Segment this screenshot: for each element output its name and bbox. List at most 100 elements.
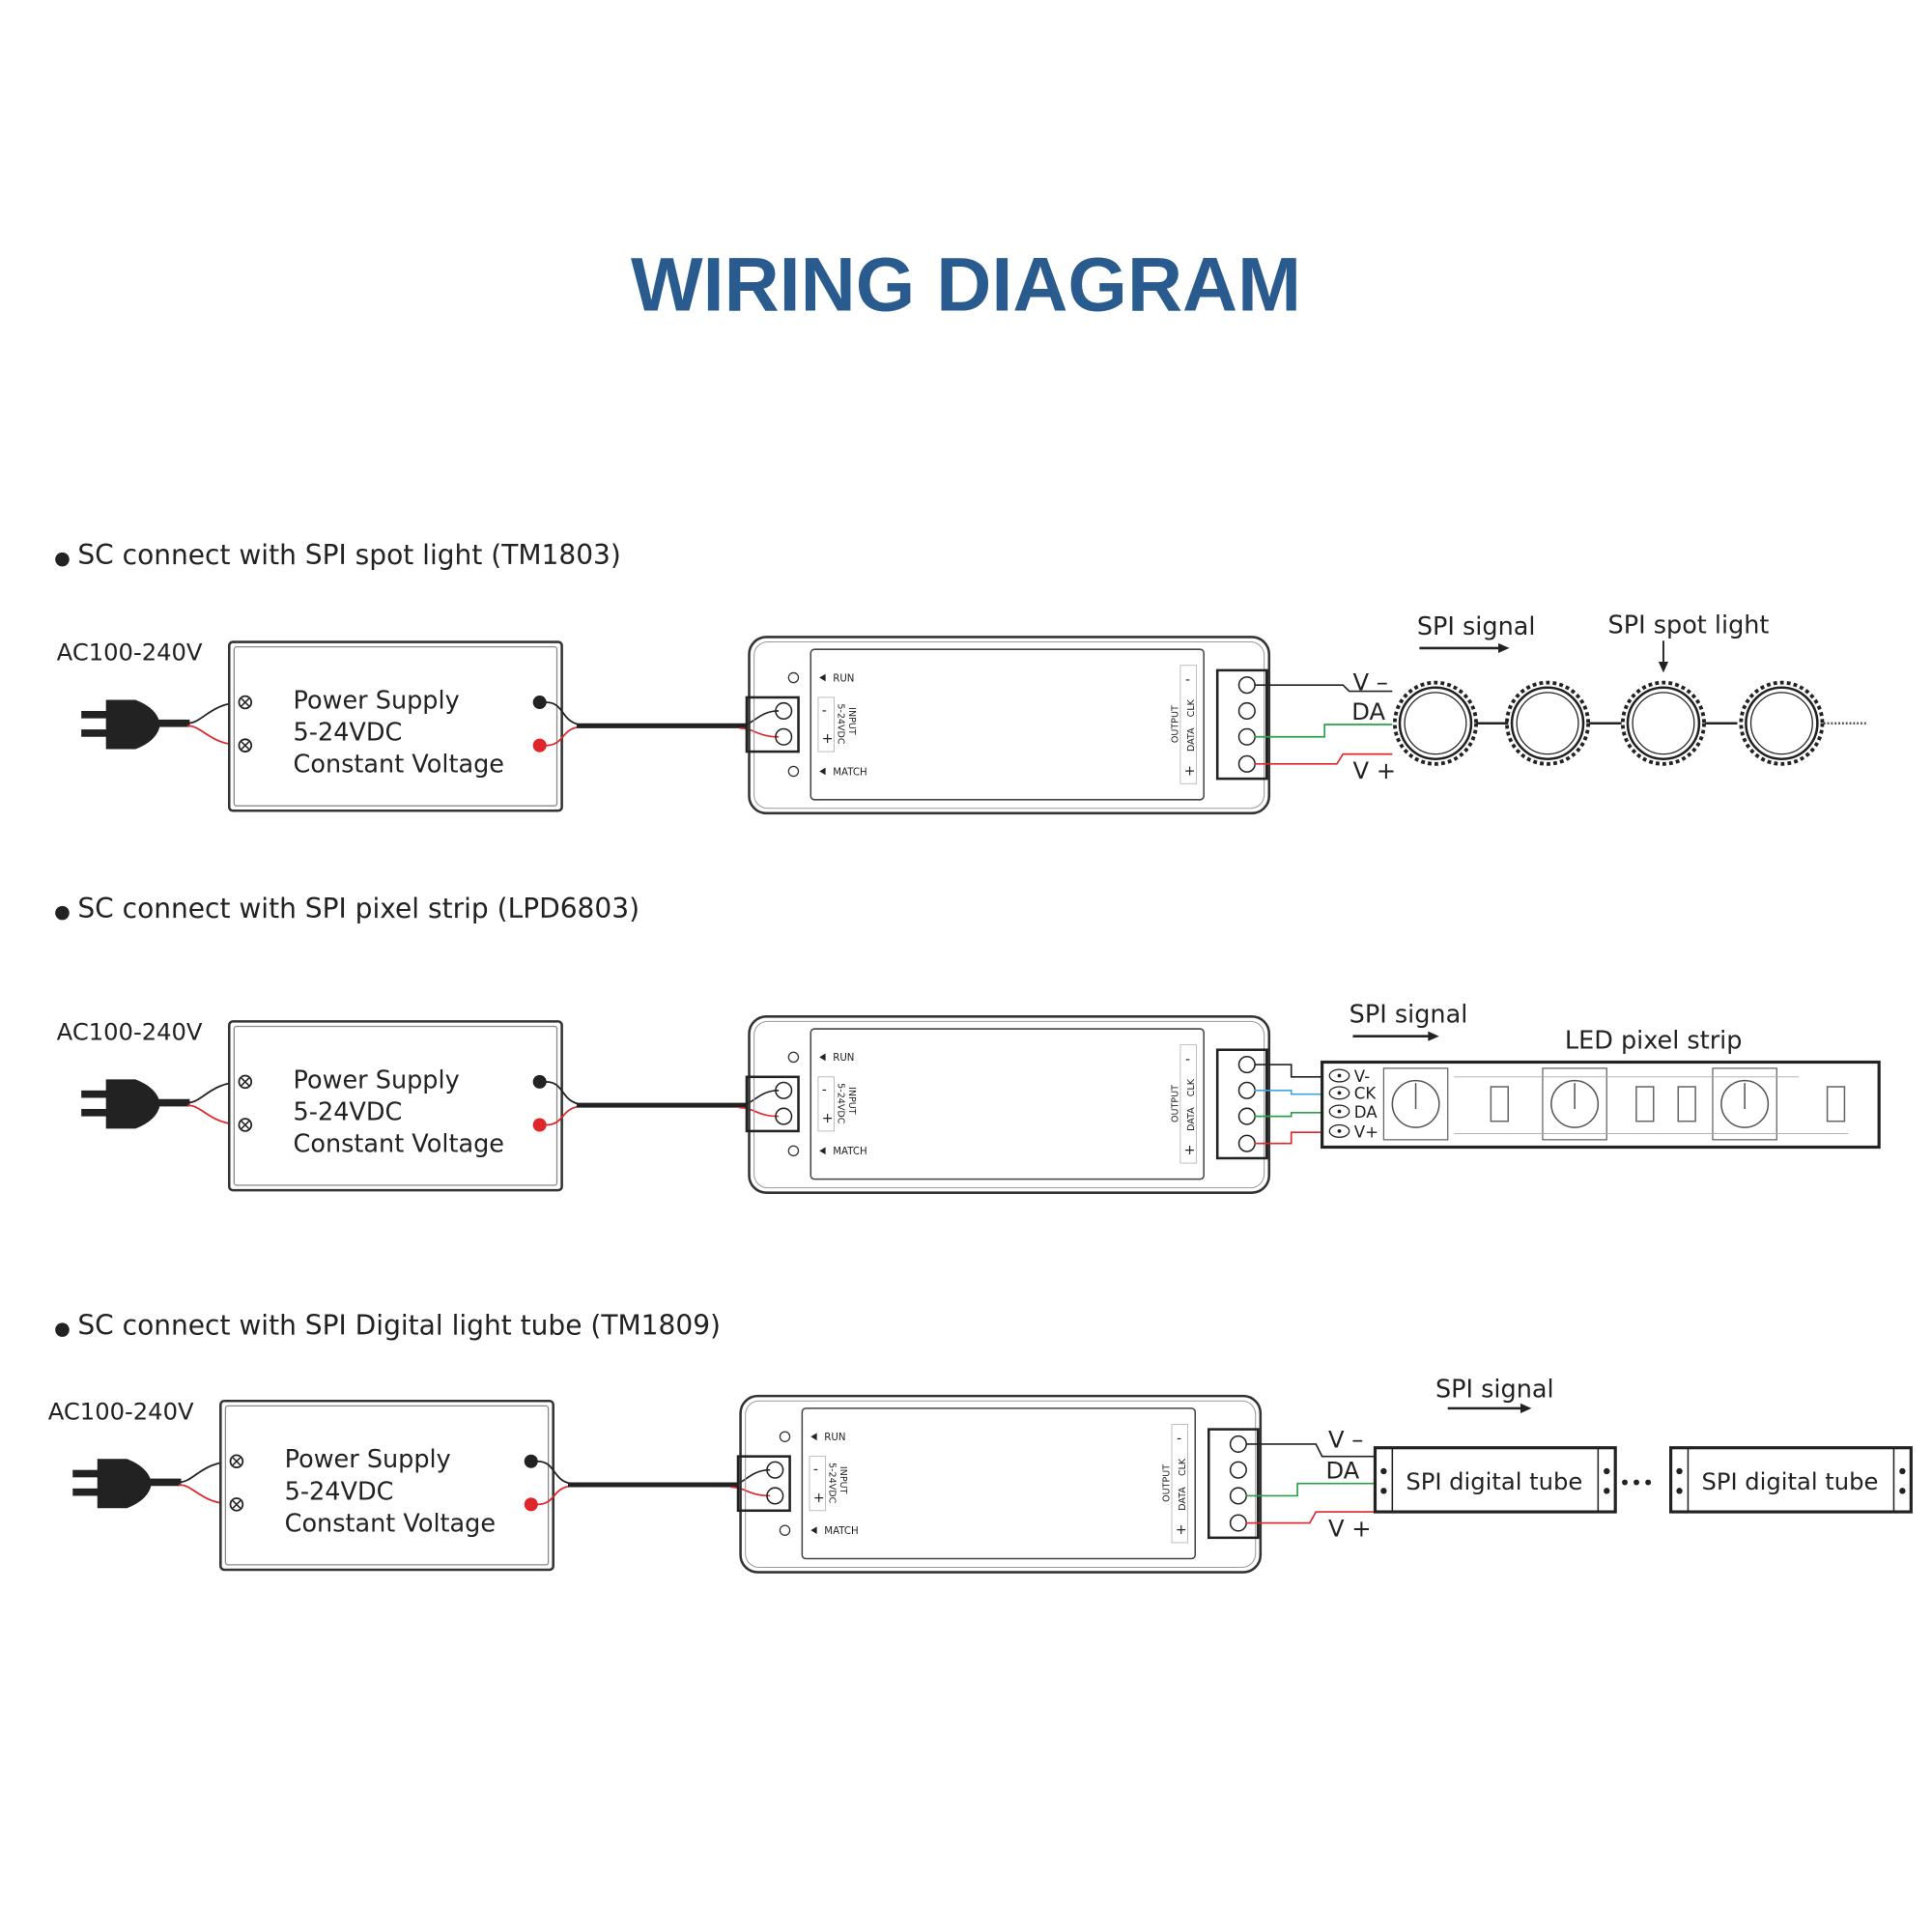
input-voltage-label: 5-24VDC	[835, 1083, 845, 1124]
input-minus-label: -	[822, 1083, 827, 1098]
solder-pad-icon	[1328, 1068, 1350, 1083]
power-supply: Power Supply 5-24VDC Constant Voltage	[227, 1020, 563, 1192]
power-supply-label: Power Supply	[294, 686, 460, 715]
input-terminal-screw	[766, 1487, 784, 1505]
run-led-icon	[787, 1051, 800, 1064]
output-data-label: DATA	[1178, 1487, 1188, 1511]
spi-spot-light-icon	[1505, 680, 1591, 766]
run-led-icon	[779, 1431, 791, 1442]
plug-icon	[81, 1079, 190, 1129]
input-label: INPUT	[846, 707, 857, 735]
match-button[interactable]	[787, 765, 800, 778]
match-label: MATCH	[824, 1526, 858, 1537]
resistor-icon	[1826, 1086, 1846, 1122]
section-heading: SC connect with SPI spot light (TM1803)	[77, 539, 621, 571]
dc-positive-terminal	[532, 738, 547, 753]
power-supply-label: Power Supply	[294, 1065, 460, 1094]
wire-label-v-plus: V +	[1353, 757, 1397, 784]
strip-pad-label: V-	[1354, 1067, 1370, 1086]
output-plus-label: +	[1184, 763, 1196, 779]
wire-clk	[1254, 1089, 1328, 1095]
power-supply-label: 5-24VDC	[294, 1097, 403, 1126]
page-title: WIRING DIAGRAM	[631, 241, 1301, 327]
bullet-icon: ●	[54, 1317, 71, 1339]
output-terminal-block	[1215, 1048, 1268, 1160]
run-label: RUN	[833, 1053, 854, 1064]
spi-spot-light-label: SPI spot light	[1608, 611, 1770, 640]
ac-voltage-label: AC100-240V	[57, 639, 203, 667]
match-label: MATCH	[833, 1147, 867, 1157]
input-terminal-screw	[766, 1461, 784, 1479]
dc-negative-terminal	[524, 1454, 538, 1468]
pixel-led-chip-icon	[1542, 1067, 1607, 1141]
input-label: INPUT	[838, 1466, 848, 1494]
input-plus-label: +	[813, 1491, 825, 1506]
input-label: INPUT	[846, 1087, 857, 1115]
arrow-left-icon	[810, 1433, 817, 1441]
wire-label-v-plus: V +	[1328, 1516, 1372, 1543]
wire-label-da: DA	[1325, 1458, 1359, 1485]
output-terminal-screw	[1229, 1461, 1247, 1479]
power-supply-label: Constant Voltage	[285, 1509, 496, 1538]
input-terminal-screw	[775, 1081, 793, 1099]
input-terminal-block	[745, 1075, 800, 1133]
input-voltage-label: 5-24VDC	[835, 703, 845, 745]
power-supply-label: 5-24VDC	[294, 719, 403, 748]
input-minus-label: -	[813, 1463, 818, 1478]
ac-voltage-label: AC100-240V	[48, 1398, 194, 1425]
strip-pad-label: CK	[1354, 1085, 1378, 1103]
arrow-right-icon	[1498, 642, 1510, 654]
wire-label-v-minus: V –	[1328, 1427, 1363, 1454]
resistor-icon	[1677, 1086, 1696, 1122]
spi-spot-light-icon	[1392, 680, 1478, 766]
wire-data	[1254, 724, 1393, 738]
power-supply-label: 5-24VDC	[285, 1477, 394, 1506]
dc-positive-terminal	[532, 1118, 547, 1132]
spi-digital-tube: SPI digital tube	[1373, 1446, 1617, 1514]
solder-pad-icon	[1328, 1123, 1350, 1138]
input-minus-label: -	[822, 703, 827, 719]
arrow-right-icon	[1428, 1031, 1439, 1041]
strip-pad-label: DA	[1354, 1103, 1378, 1122]
continuation-ellipsis: •••	[1619, 1471, 1654, 1494]
arrow-left-icon	[810, 1526, 817, 1535]
output-minus-label: -	[1185, 672, 1190, 688]
arrow-down-icon	[1658, 661, 1669, 673]
bullet-icon: ●	[54, 900, 71, 923]
wire-v-plus	[1254, 753, 1393, 765]
output-label: OUTPUT	[1170, 1085, 1180, 1122]
ac-voltage-label: AC100-240V	[57, 1019, 203, 1046]
input-terminal-screw	[775, 727, 793, 746]
output-clk-label: CLK	[1178, 1458, 1188, 1476]
output-label: OUTPUT	[1170, 705, 1180, 743]
arrow-left-icon	[819, 1053, 826, 1062]
wire-data	[1254, 1111, 1328, 1118]
wire-v-minus	[1254, 684, 1393, 693]
output-terminal-screw	[1237, 701, 1256, 721]
spi-signal-label: SPI signal	[1417, 612, 1536, 641]
input-terminal-block	[745, 696, 800, 753]
plug-icon	[72, 1459, 182, 1509]
pixel-led-chip-icon	[1382, 1067, 1449, 1141]
wire-data	[1245, 1482, 1376, 1497]
output-clk-label: CLK	[1186, 698, 1197, 717]
match-button[interactable]	[779, 1524, 791, 1536]
spi-signal-label: SPI signal	[1435, 1375, 1554, 1404]
spi-spot-light-icon	[1739, 680, 1825, 766]
plug-icon	[81, 699, 190, 750]
power-supply-label: Constant Voltage	[294, 1130, 504, 1159]
output-clk-label: CLK	[1186, 1078, 1197, 1096]
arrow-left-icon	[819, 673, 826, 682]
output-plus-label: +	[1184, 1143, 1196, 1158]
dc-negative-terminal	[532, 696, 547, 710]
match-button[interactable]	[787, 1145, 800, 1157]
dc-negative-terminal	[532, 1074, 547, 1089]
output-minus-label: -	[1177, 1432, 1181, 1447]
match-label: MATCH	[833, 767, 867, 778]
arrow-left-icon	[819, 1147, 826, 1155]
